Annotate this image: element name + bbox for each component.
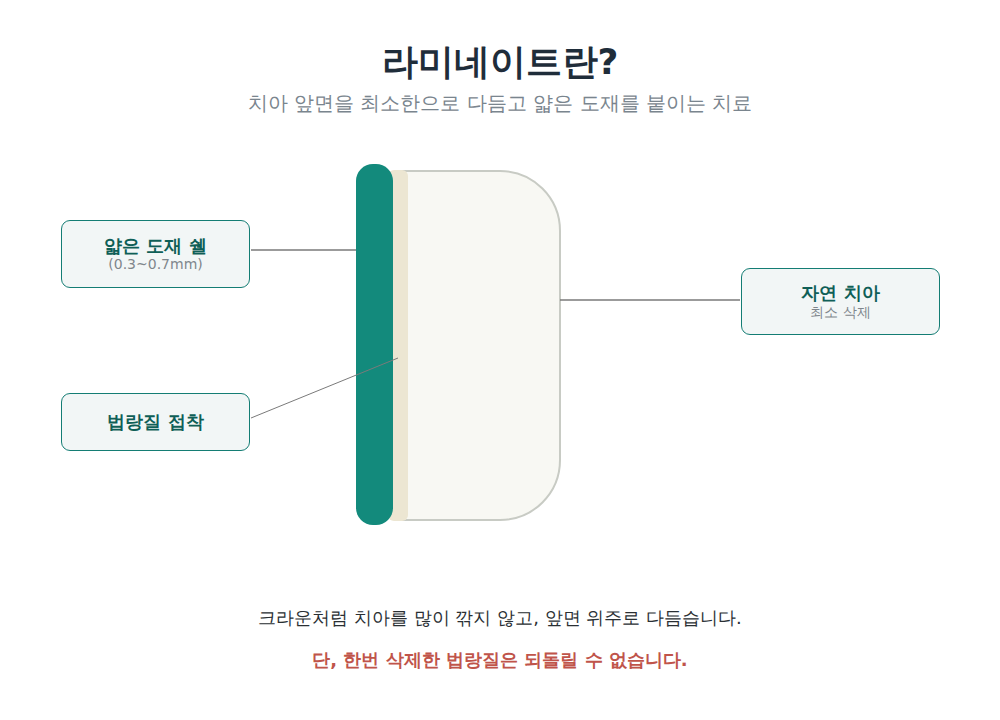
tooth-label-box: 자연 치아최소 삭제 — [741, 268, 940, 335]
box-subtext: 최소 삭제 — [810, 304, 870, 321]
natural-tooth — [400, 171, 560, 520]
box-heading: 자연 치아 — [801, 282, 879, 304]
box-subtext: (0.3~0.7mm) — [108, 256, 202, 273]
shell-label-box: 얇은 도재 쉘(0.3~0.7mm) — [61, 220, 250, 288]
leader-line — [251, 249, 356, 251]
note: 크라운처럼 치아를 많이 깎지 않고, 앞면 위주로 다듬습니다. — [0, 606, 1000, 630]
title: 라미네이트란? — [0, 38, 1000, 87]
leader-line — [560, 299, 740, 301]
box-heading: 법랑질 접착 — [107, 411, 203, 433]
warning-note: 단, 한번 삭제한 법랑질은 되돌릴 수 없습니다. — [0, 648, 1000, 672]
leader-line — [251, 358, 398, 418]
subtitle: 치아 앞면을 최소한으로 다듬고 얇은 도재를 붙이는 치료 — [0, 90, 1000, 117]
box-heading: 얇은 도재 쉘 — [104, 235, 207, 257]
bond-label-box: 법랑질 접착 — [61, 393, 250, 451]
porcelain-shell — [356, 164, 393, 525]
